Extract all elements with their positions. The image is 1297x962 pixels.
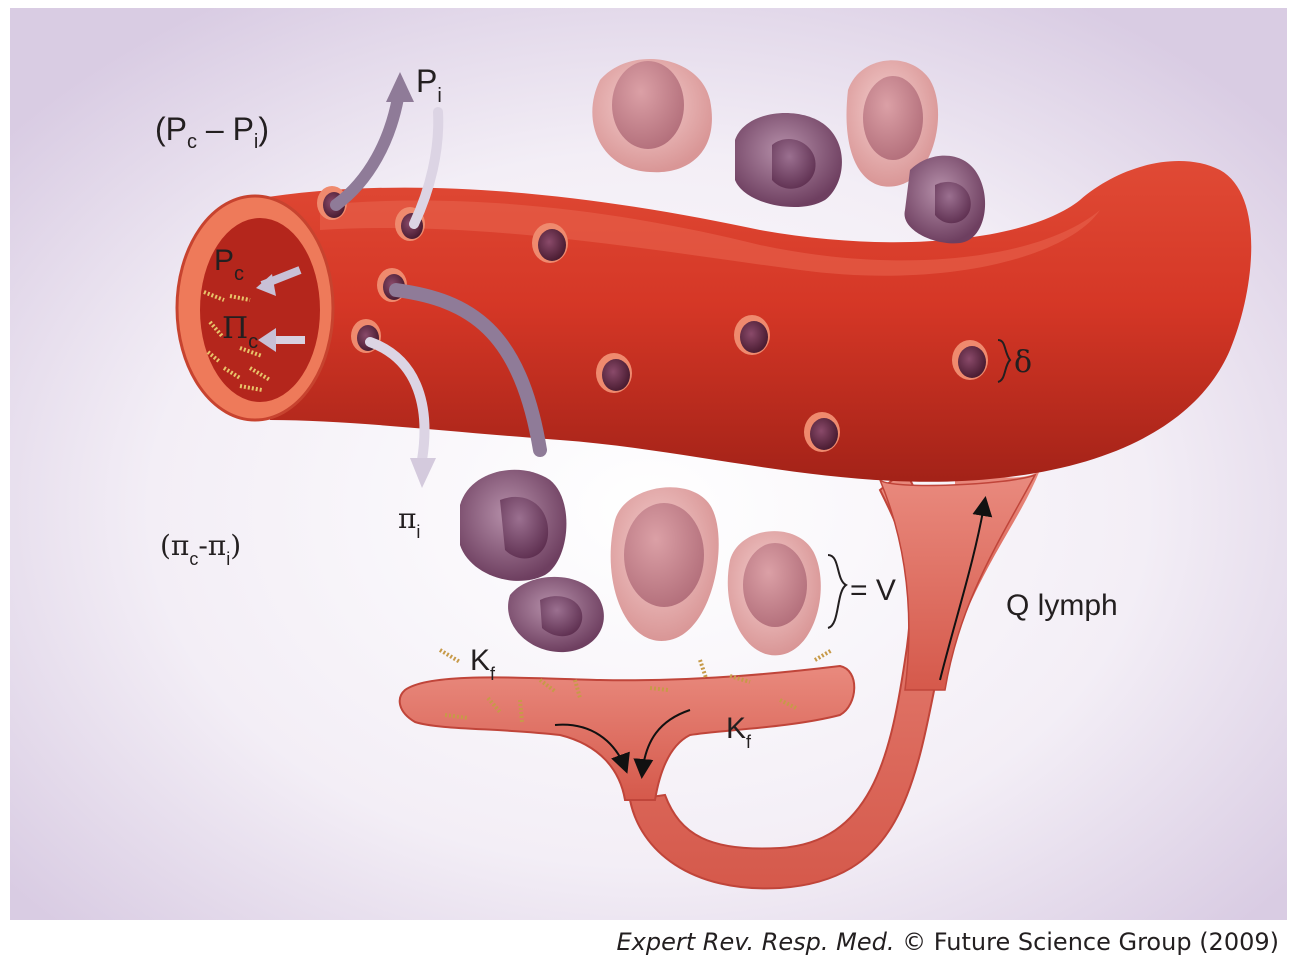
label-volume: = V	[850, 574, 896, 607]
figure-caption: Expert Rev. Resp. Med. © Future Science …	[617, 928, 1279, 956]
label-pc-minus-pi: (Pc – Pi)	[155, 111, 269, 153]
label-q-lymph: Q lymph	[1006, 589, 1118, 622]
label-delta: δ	[1014, 345, 1032, 380]
caption-journal: Expert Rev. Resp. Med.	[617, 928, 895, 956]
caption-copyright: © Future Science Group (2009)	[895, 928, 1279, 956]
